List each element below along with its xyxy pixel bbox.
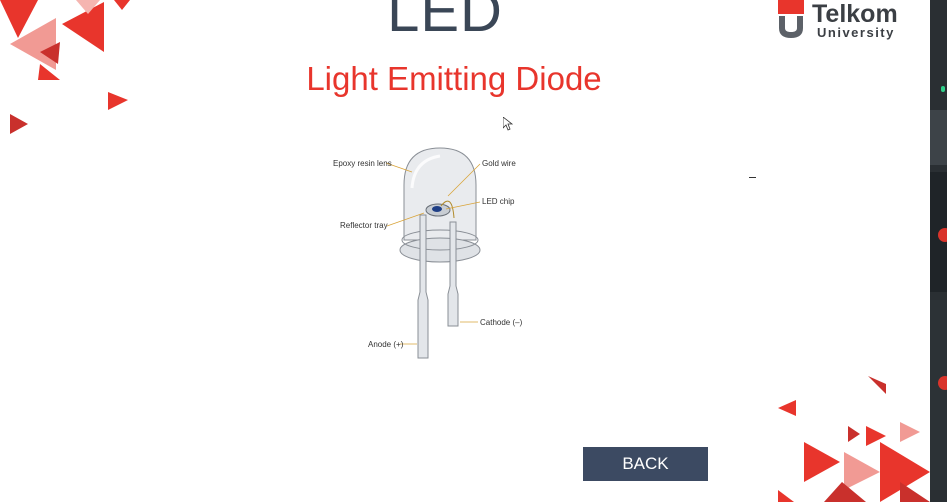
slide-subtitle: Light Emitting Diode xyxy=(306,60,602,97)
mic-muted-icon xyxy=(938,228,947,242)
logo-text-university: University xyxy=(817,25,895,40)
telkom-university-logo: Telkom University xyxy=(776,0,911,42)
epoxy-lens-shape xyxy=(403,147,477,241)
status-dot-icon xyxy=(941,86,945,92)
back-button[interactable]: BACK xyxy=(583,447,708,481)
mic-muted-icon xyxy=(938,376,947,390)
mouse-cursor-icon xyxy=(503,117,513,131)
decorative-triangles-top-left xyxy=(0,0,130,134)
participant-tile xyxy=(930,110,947,165)
label-cathode: Cathode (–) xyxy=(480,318,523,327)
label-gold-wire: Gold wire xyxy=(482,159,516,168)
gold-wire-shape xyxy=(440,200,455,219)
participant-tile xyxy=(930,300,947,490)
video-side-panel xyxy=(930,0,947,502)
led-chip-shape xyxy=(432,206,442,212)
label-led-chip: LED chip xyxy=(482,197,515,206)
label-reflector-tray: Reflector tray xyxy=(340,221,388,230)
logo-text-telkom: Telkom xyxy=(812,0,898,28)
slide-title: LED xyxy=(387,0,503,44)
stray-dash-mark xyxy=(749,177,756,178)
decorative-triangles-bottom-right xyxy=(778,376,930,502)
telkom-logo-icon xyxy=(778,0,804,38)
label-anode: Anode (+) xyxy=(368,340,404,349)
cathode-lead xyxy=(447,221,459,327)
anode-lead xyxy=(417,214,429,359)
label-epoxy-lens: Epoxy resin lens xyxy=(333,159,392,168)
